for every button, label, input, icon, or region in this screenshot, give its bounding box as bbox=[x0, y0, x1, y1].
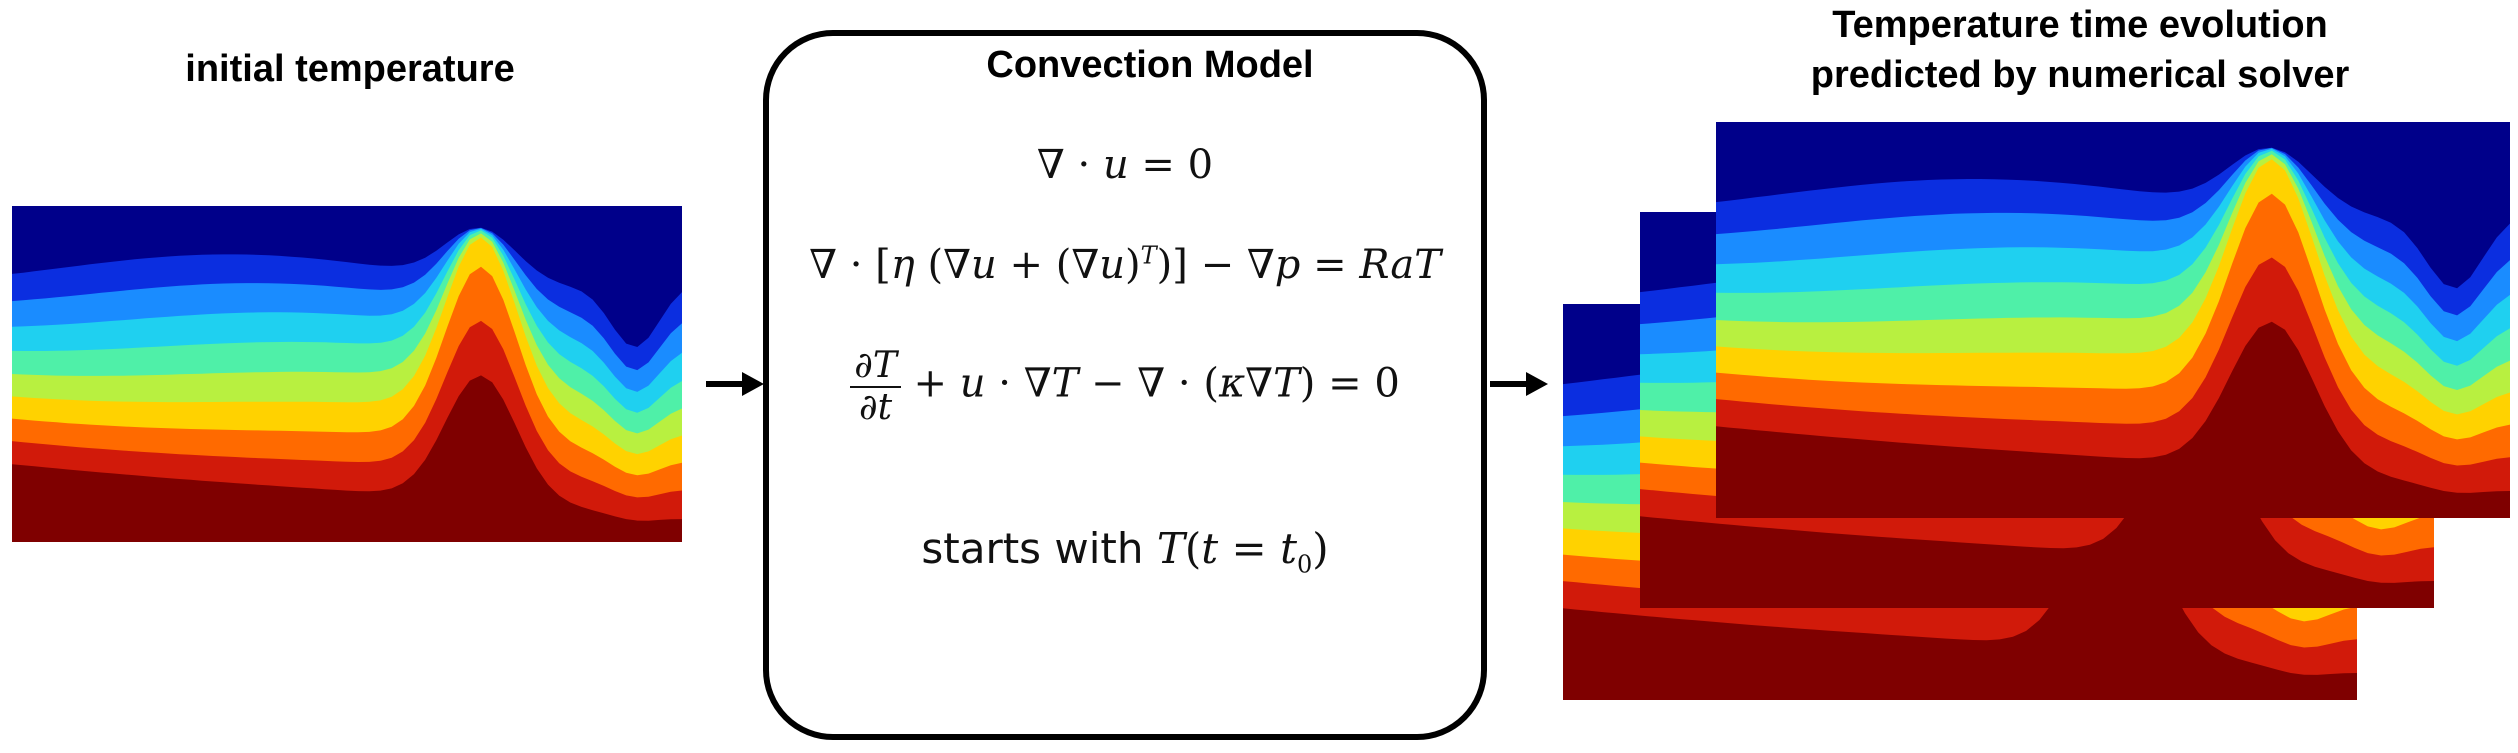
temperature-snapshot-front bbox=[1716, 122, 2510, 518]
momentum-equation-text: ∇ · [η (∇u + (∇u)T)] − ∇p = RaT bbox=[809, 242, 1441, 289]
initial-temperature-title: initial temperature bbox=[185, 48, 515, 90]
temperature-contour-image bbox=[12, 206, 682, 542]
temperature-band bbox=[1640, 411, 2434, 608]
continuity-equation: ∇ · u = 0 bbox=[763, 142, 1487, 188]
energy-equation-text: + u · ∇T − ∇ · (κ∇T) = 0 bbox=[913, 360, 1400, 407]
initial-condition-text: starts with T(t = t0) bbox=[921, 524, 1329, 579]
time-derivative-fraction: ∂T∂t bbox=[850, 346, 901, 427]
solver-title-line1: Temperature time evolution bbox=[1832, 4, 2328, 46]
initial-temperature-field bbox=[12, 206, 682, 542]
temperature-band bbox=[1563, 503, 2357, 700]
arrow-right-icon bbox=[1490, 372, 1548, 396]
temperature-band bbox=[1716, 321, 2510, 518]
energy-equation: ∂T∂t + u · ∇T − ∇ · (κ∇T) = 0 bbox=[763, 346, 1487, 427]
temperature-contour-image bbox=[1716, 122, 2510, 518]
continuity-equation-text: ∇ · u = 0 bbox=[1036, 142, 1214, 188]
convection-model-box bbox=[763, 30, 1487, 740]
temperature-band bbox=[12, 375, 682, 542]
convection-model-title: Convection Model bbox=[986, 44, 1314, 86]
solver-title-line2: predicted by numerical solver bbox=[1810, 54, 2350, 96]
momentum-equation: ∇ · [η (∇u + (∇u)T)] − ∇p = RaT bbox=[763, 242, 1487, 288]
arrow-right-icon bbox=[706, 372, 764, 396]
solver-output-title: Temperature time evolution predicted by … bbox=[1700, 0, 2460, 100]
